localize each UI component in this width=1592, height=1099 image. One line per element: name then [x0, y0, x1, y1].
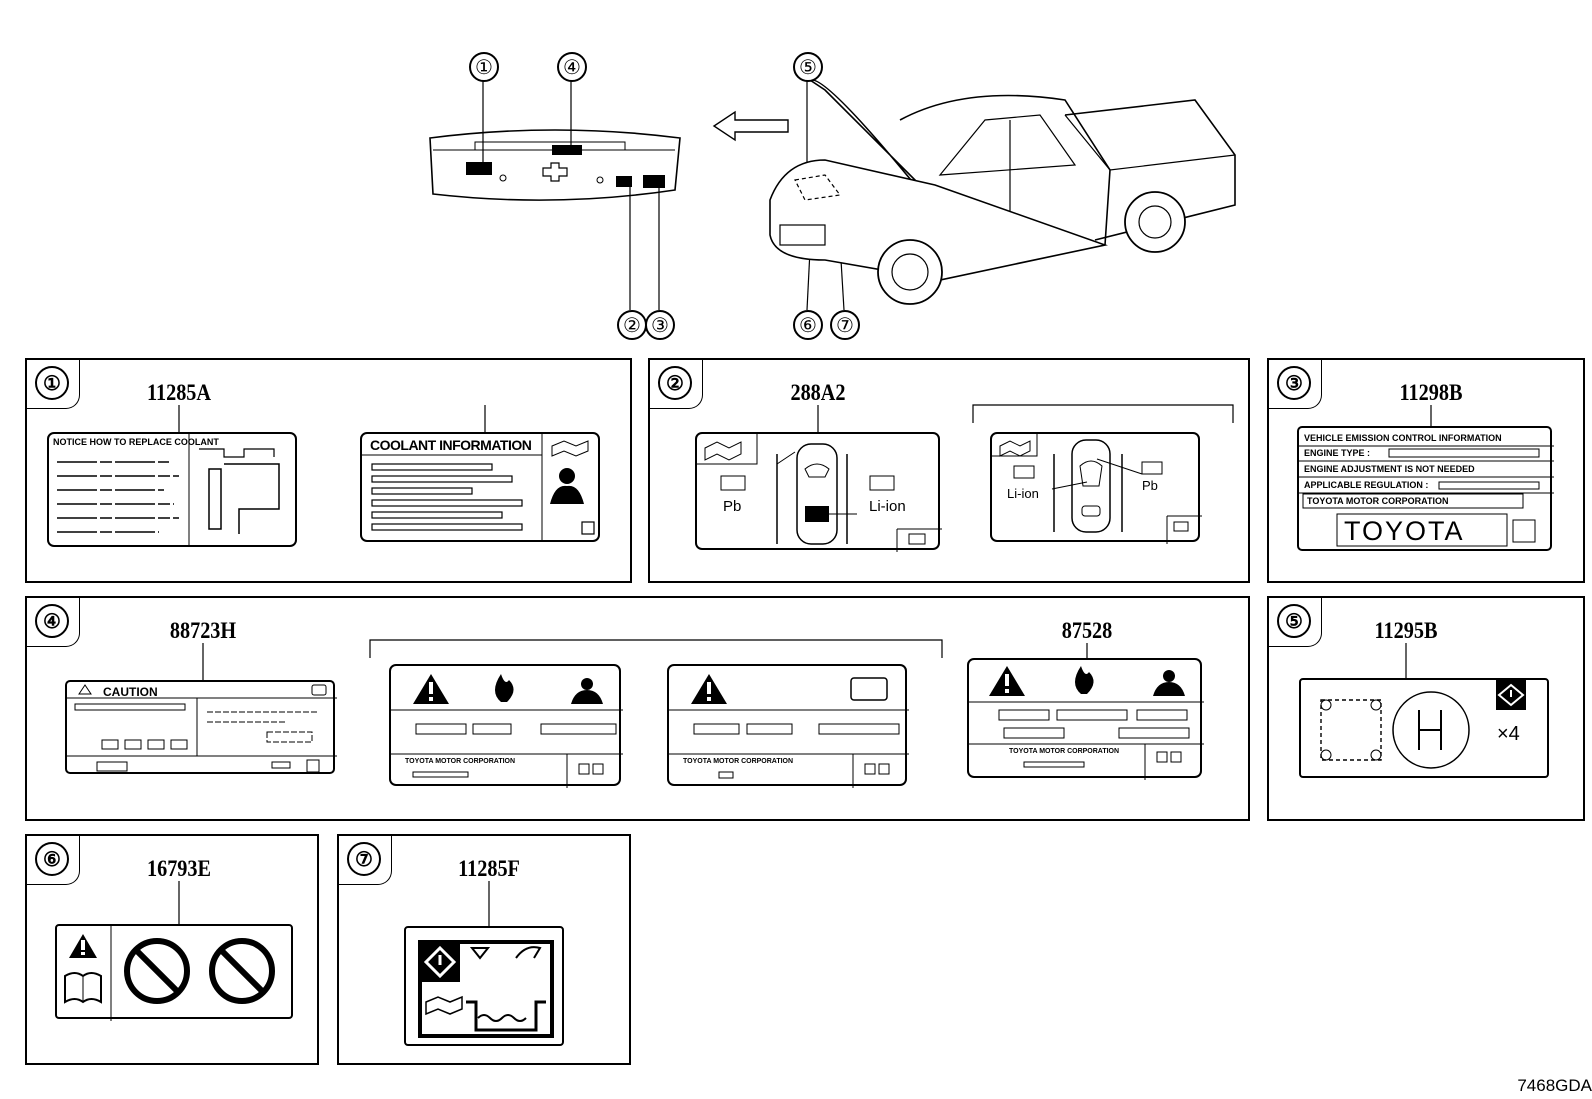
- panel-4-badge: ④: [27, 598, 80, 647]
- toyota-brand: TOYOTA: [1344, 516, 1465, 546]
- part-leader: [202, 639, 1088, 680]
- part-leader: [178, 881, 180, 924]
- part-number-16793e: 16793E: [146, 856, 212, 881]
- panel-1: ① 11285A NOTICE HOW TO REPLACE COOLANT C…: [25, 358, 632, 583]
- part-number-11285f: 11285F: [458, 856, 520, 881]
- label-11285f: [404, 926, 564, 1046]
- battery-layout-graphic-b: [992, 434, 1202, 544]
- panel-2: ② 288A2 Pb Li-ion: [648, 358, 1250, 583]
- panel-3-badge: ③: [1269, 360, 1322, 409]
- part-leader: [1430, 405, 1432, 426]
- coolant-info-title: COOLANT INFORMATION: [370, 437, 532, 453]
- part-number-87528: 87528: [1061, 618, 1113, 643]
- caution-text: CAUTION: [103, 685, 158, 699]
- part-number-11298b: 11298B: [1399, 380, 1463, 405]
- part-leader: [817, 404, 1234, 432]
- quantity-x4-text: ×4: [1497, 723, 1520, 745]
- part-number-88723h: 88723H: [169, 618, 237, 643]
- label-variant-a: TOYOTA MOTOR CORPORATION: [389, 664, 623, 788]
- battery-pb-text-b: Pb: [1142, 478, 1158, 493]
- maker-text-b: TOYOTA MOTOR CORPORATION: [683, 758, 794, 765]
- label-88723h: CAUTION: [65, 680, 337, 774]
- maker-text-87528: TOYOTA MOTOR CORPORATION: [1009, 748, 1120, 755]
- callout-6: ⑥: [793, 310, 823, 340]
- emission-line-5: TOYOTA MOTOR CORPORATION: [1307, 496, 1449, 506]
- panel-5: ⑤ 11295B ×4: [1267, 596, 1585, 821]
- emission-line-1: VEHICLE EMISSION CONTROL INFORMATION: [1304, 433, 1502, 443]
- emission-line-2: ENGINE TYPE :: [1304, 448, 1371, 458]
- label-288a2-a: Pb Li-ion: [695, 432, 942, 552]
- battery-pb-text: Pb: [723, 498, 742, 515]
- label-11285k: COOLANT INFORMATION: [360, 432, 600, 542]
- label-87528: TOYOTA MOTOR CORPORATION: [967, 658, 1204, 780]
- label-11285a: NOTICE HOW TO REPLACE COOLANT: [47, 432, 297, 547]
- label-11295b: ×4: [1299, 678, 1549, 778]
- battery-liion-text: Li-ion: [869, 498, 906, 515]
- callout-4: ④: [557, 52, 587, 82]
- emission-grid: [1299, 445, 1554, 547]
- caution-graphic: [67, 684, 337, 773]
- part-number-11285a: 11285A: [146, 380, 212, 405]
- label-variant-b: TOYOTA MOTOR CORPORATION: [667, 664, 909, 788]
- emission-line-3: ENGINE ADJUSTMENT IS NOT NEEDED: [1304, 464, 1475, 474]
- document-id: 7468GDA: [1517, 1076, 1592, 1095]
- coolant-replace-header: NOTICE HOW TO REPLACE COOLANT: [53, 437, 219, 447]
- part-number-288a2: 288A2: [790, 380, 846, 405]
- hood-underside-drawing: [429, 129, 681, 201]
- panel-2-badge: ②: [650, 360, 703, 409]
- battery-liion-text-b: Li-ion: [1007, 486, 1039, 501]
- callout-5: ⑤: [793, 52, 823, 82]
- panel-4: ④ 88723H 87528 CAUTION: [25, 596, 1250, 821]
- panel-7-badge: ⑦: [339, 836, 392, 885]
- coolant-replace-graphic: [57, 434, 280, 545]
- warning-label-graphic-a: [391, 674, 623, 788]
- coolant-caution-graphic: [418, 940, 554, 1038]
- jack-point-graphic: [1320, 680, 1526, 769]
- pickup-truck-drawing: [769, 79, 1236, 305]
- callout-3: ③: [645, 310, 675, 340]
- battery-layout-graphic: [697, 434, 942, 552]
- part-leader: [488, 881, 490, 926]
- part-leader: [178, 405, 486, 432]
- panel-6-badge: ⑥: [27, 836, 80, 885]
- label-288a2-b: Li-ion Pb: [990, 432, 1202, 544]
- callout-1: ①: [469, 52, 499, 82]
- label-11298b: VEHICLE EMISSION CONTROL INFORMATION ENG…: [1297, 426, 1554, 551]
- no-tool-graphic: [64, 926, 275, 1021]
- part-number-11295b: 11295B: [1374, 618, 1438, 643]
- warning-label-graphic-b: [669, 674, 909, 788]
- panel-1-badge: ①: [27, 360, 80, 409]
- emission-line-4: APPLICABLE REGULATION :: [1304, 480, 1429, 490]
- part-leader: [1405, 643, 1407, 678]
- coolant-info-graphic: [362, 434, 595, 540]
- panel-6: ⑥ 16793E: [25, 834, 319, 1065]
- panel-3: ③ 11298B VEHICLE EMISSION CONTROL INFORM…: [1267, 358, 1585, 583]
- panel-7: ⑦ 11285F: [337, 834, 631, 1065]
- maker-text-a: TOYOTA MOTOR CORPORATION: [405, 758, 516, 765]
- warning-label-graphic-87528: [969, 666, 1204, 780]
- label-16793e: [55, 924, 293, 1021]
- callout-7: ⑦: [830, 310, 860, 340]
- callout-2: ②: [617, 310, 647, 340]
- panel-5-badge: ⑤: [1269, 598, 1322, 647]
